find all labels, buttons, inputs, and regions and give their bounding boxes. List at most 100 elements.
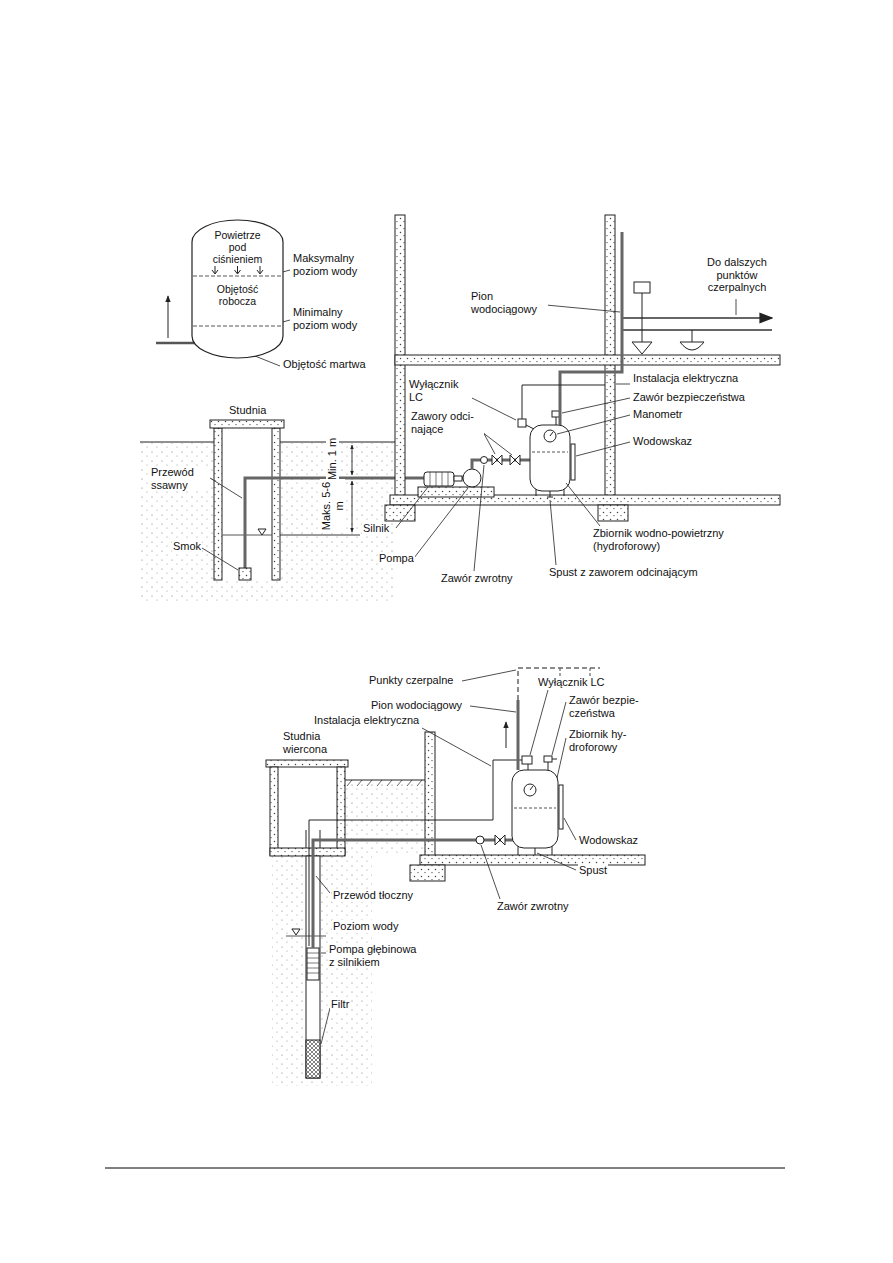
building-structure bbox=[418, 487, 494, 497]
leader-lines bbox=[616, 384, 630, 385]
part-label: Instalacja elektryczna bbox=[313, 714, 420, 727]
part-label: Zbiornik hy- droforowy bbox=[568, 728, 650, 753]
page-rule bbox=[105, 1168, 785, 1169]
ground bbox=[345, 781, 425, 856]
part-label: Zawór zwrotny bbox=[496, 900, 570, 913]
building-structure bbox=[425, 732, 435, 857]
part-label: Wyłącznik LC bbox=[537, 676, 606, 689]
leader-lines bbox=[550, 500, 556, 565]
part-label: Zawór zwrotny bbox=[440, 572, 514, 585]
tank-outline bbox=[192, 220, 283, 358]
leader-lines bbox=[462, 670, 516, 681]
dimension-lines bbox=[352, 445, 353, 475]
drilled-well bbox=[270, 848, 345, 856]
part-label: Zbiornik wodno-powietrzny (hydroforowy) bbox=[592, 527, 750, 552]
drilled-well bbox=[292, 929, 300, 935]
part-label: Maksymalny poziom wody bbox=[292, 252, 374, 277]
leader-lines bbox=[566, 483, 600, 526]
pump-set bbox=[463, 469, 481, 487]
well bbox=[210, 420, 284, 580]
part-label: Przewód ssawny bbox=[150, 466, 210, 491]
electric-wire bbox=[309, 760, 522, 946]
part-label: Minimalny poziom wody bbox=[292, 306, 374, 331]
well bbox=[272, 428, 280, 580]
page-rule bbox=[105, 1168, 785, 1169]
leader-lines bbox=[564, 818, 576, 840]
hydrophore-tank bbox=[532, 452, 568, 453]
leader-lines bbox=[470, 706, 516, 712]
hydrophore-tank bbox=[544, 430, 556, 442]
leader-lines bbox=[546, 305, 620, 312]
part-label: Silnik bbox=[362, 522, 390, 535]
drilled-well bbox=[270, 767, 278, 855]
leader-lines bbox=[576, 442, 630, 456]
drilled-well bbox=[307, 953, 319, 973]
building-structure bbox=[410, 865, 445, 881]
part-label: Smok bbox=[172, 540, 202, 553]
discharge-pipe bbox=[472, 455, 530, 469]
hydrophore-tank bbox=[524, 784, 536, 796]
electric-wire bbox=[522, 385, 605, 419]
riser-pipe bbox=[622, 317, 772, 319]
part-label: Manometr bbox=[632, 408, 684, 421]
part-label: Studnia wiercona bbox=[282, 730, 346, 755]
pressure-pipe bbox=[476, 836, 484, 844]
hydrophore-tank bbox=[547, 497, 553, 498]
leader-lines bbox=[562, 398, 630, 413]
water-level-line bbox=[193, 276, 282, 326]
fixtures bbox=[692, 330, 693, 342]
drilled-well bbox=[278, 767, 337, 848]
pressure-pipe bbox=[313, 840, 526, 948]
pump-set bbox=[424, 469, 481, 487]
tank-inset: Powietrze pod ciśnieniemObjętość robocza bbox=[190, 218, 285, 360]
part-label: Wyłącznik LC bbox=[408, 378, 472, 403]
leader-lines bbox=[736, 299, 737, 315]
leader-lines bbox=[396, 487, 428, 528]
pump-set bbox=[430, 472, 448, 486]
part-label: Pion wodociągowy bbox=[370, 699, 463, 712]
leader-lines bbox=[321, 953, 326, 954]
leader-lines bbox=[481, 845, 500, 899]
electric-wire bbox=[522, 385, 605, 419]
leader-lines bbox=[557, 738, 566, 778]
building-structure bbox=[420, 855, 645, 865]
riser-pipe bbox=[622, 329, 772, 331]
riser-pipe bbox=[506, 722, 507, 748]
fixtures bbox=[632, 282, 704, 354]
hydrophore-tank bbox=[530, 786, 533, 790]
pressure-pipe bbox=[495, 835, 505, 845]
part-label: Przewód tłoczny bbox=[332, 889, 414, 902]
tank-zone-label: Objętość robocza bbox=[202, 284, 273, 308]
dimension-lines bbox=[280, 535, 360, 536]
building-structure bbox=[395, 355, 780, 365]
hydrophore-tank bbox=[559, 785, 563, 829]
hydrophore-tank bbox=[514, 808, 556, 809]
leader-lines bbox=[316, 876, 330, 893]
pressure-arrows bbox=[212, 266, 263, 274]
hydrophore-tank bbox=[548, 762, 549, 770]
leader-lines bbox=[482, 432, 512, 455]
pressure-pipe bbox=[313, 835, 526, 948]
hydrophore-tank bbox=[518, 419, 526, 427]
riser-pipe bbox=[560, 232, 622, 425]
building-structure bbox=[385, 215, 780, 521]
part-label: Zawory odci- nające bbox=[410, 410, 484, 435]
inset-pipe bbox=[168, 296, 169, 338]
part-label: Pompa głębinowa z silnikiem bbox=[328, 943, 419, 968]
hydrophore-tank bbox=[522, 756, 532, 764]
riser-pipe bbox=[517, 700, 520, 770]
ground bbox=[345, 780, 425, 781]
well bbox=[258, 529, 266, 535]
part-label: Wodowskaz bbox=[632, 435, 693, 448]
part-label: Do dalszych punktów czerpalnych bbox=[700, 256, 774, 294]
drilled-well bbox=[266, 760, 348, 1078]
well bbox=[222, 428, 272, 580]
hydrophore-tank bbox=[544, 756, 552, 762]
part-label: Spust bbox=[578, 864, 608, 877]
part-label: Maks. 5-6 m bbox=[320, 479, 345, 533]
hydrophore-tank bbox=[556, 417, 557, 425]
dimension-lines bbox=[352, 481, 353, 532]
